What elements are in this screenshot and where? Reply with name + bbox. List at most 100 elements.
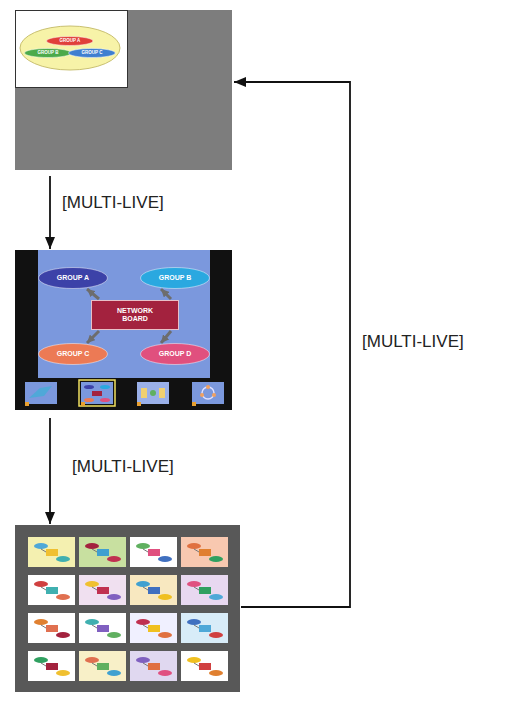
ellipse-fill <box>39 344 108 365</box>
screen-graphic <box>92 587 97 590</box>
screen-graphic <box>181 613 228 643</box>
screen-graphic <box>34 543 48 549</box>
screen-graphic <box>16 11 128 88</box>
screen-graphic <box>85 657 99 663</box>
screen-graphic <box>209 594 223 600</box>
screen-graphic <box>143 663 148 666</box>
screen-graphic <box>81 402 85 406</box>
screen-graphic <box>97 549 109 556</box>
screen-graphic <box>137 382 169 404</box>
screen-graphic <box>84 398 94 402</box>
screen-graphic <box>107 594 121 600</box>
screen-graphic <box>92 663 97 666</box>
group-ellipse: GROUP B <box>24 48 72 58</box>
screen-graphic <box>194 625 199 628</box>
screen-graphic <box>130 613 177 643</box>
screen-graphic <box>56 556 70 562</box>
rect-fill <box>92 301 179 330</box>
node-label: GROUP B <box>38 51 59 56</box>
screen-graphic <box>181 651 228 681</box>
screen-graphic <box>181 575 228 605</box>
screen-panel: GROUP AGROUP BNETWORK BOARDGROUP CGROUP … <box>15 250 232 410</box>
screen-graphic <box>79 537 126 567</box>
flow-arrow <box>234 82 350 607</box>
flow-arrow <box>49 176 51 249</box>
screen-graphic <box>130 575 177 605</box>
screen-graphic <box>136 581 150 587</box>
screen-graphic <box>79 575 126 605</box>
ellipse-fill <box>25 49 72 58</box>
screen-graphic <box>187 581 201 587</box>
board-arrow <box>87 289 99 299</box>
screen-graphic <box>199 549 211 556</box>
screen-graphic <box>92 549 97 552</box>
screen-graphic <box>20 26 120 70</box>
screen-graphic <box>56 670 70 676</box>
ellipse-fill <box>141 268 210 289</box>
group-ellipse: GROUP C <box>38 343 108 365</box>
screen-graphic <box>199 625 211 632</box>
screen-graphic <box>15 10 232 170</box>
screen-graphic <box>158 632 172 638</box>
screen-graphic <box>136 657 150 663</box>
screen-graphic <box>187 543 201 549</box>
screen-graphic <box>46 587 58 594</box>
screen-graphic <box>34 657 48 663</box>
screen-graphic <box>209 556 223 562</box>
screen-graphic <box>199 663 211 670</box>
screen-graphic <box>28 613 75 643</box>
screen-graphic <box>143 625 148 628</box>
group-ellipse: GROUP C <box>68 48 116 58</box>
screen-graphic <box>194 549 199 552</box>
ellipse-fill <box>39 268 108 289</box>
screen-graphic <box>148 549 160 556</box>
screen-graphic <box>136 619 150 625</box>
group-ellipse: GROUP A <box>38 267 108 289</box>
screen-graphic <box>148 663 160 670</box>
screen-graphic <box>46 625 58 632</box>
screen-graphic <box>181 537 228 567</box>
screen-graphic <box>79 651 126 681</box>
screen-graphic <box>34 619 48 625</box>
screen-graphic <box>41 549 46 552</box>
screen-graphic <box>141 388 147 398</box>
edge-label: [MULTI-LIVE] <box>62 194 164 213</box>
screen-graphic <box>107 670 121 676</box>
screen-graphic <box>158 670 172 676</box>
group-ellipse: GROUP A <box>46 36 93 46</box>
screen-graphic <box>187 657 201 663</box>
screen-graphic <box>15 525 240 692</box>
screen-graphic <box>192 382 224 404</box>
node-label: GROUP B <box>159 274 192 282</box>
screen-graphic <box>107 632 121 638</box>
flow-arrow <box>49 418 51 524</box>
screen-graphic <box>85 619 99 625</box>
screen-graphic <box>130 651 177 681</box>
screen-graphic <box>200 393 204 397</box>
screen-graphic <box>25 382 57 404</box>
screen-graphic <box>209 670 223 676</box>
screen-graphic <box>199 587 211 594</box>
screen-graphic <box>79 380 115 406</box>
group-ellipse: GROUP D <box>140 343 210 365</box>
screen-graphic <box>143 549 148 552</box>
screen-graphic <box>85 543 99 549</box>
screen-graphic <box>46 549 58 556</box>
screen-graphic <box>28 575 75 605</box>
screen-graphic <box>28 651 75 681</box>
screen-graphic <box>100 398 110 402</box>
screen-graphic <box>84 385 94 389</box>
screen-graphic <box>107 556 121 562</box>
screen-graphic <box>137 402 141 406</box>
screen-graphic <box>159 388 165 398</box>
screen-graphic <box>56 594 70 600</box>
screen-graphic <box>29 386 52 398</box>
screen-graphic <box>130 537 177 567</box>
board-arrow <box>161 289 171 299</box>
screen-graphic <box>46 663 58 670</box>
screen-graphic <box>79 613 126 643</box>
screen-panel: GROUP A GROUP B GROUP C <box>15 10 232 170</box>
screen-graphic <box>206 385 210 389</box>
screen-graphic <box>28 537 75 567</box>
screen-graphic <box>97 625 109 632</box>
